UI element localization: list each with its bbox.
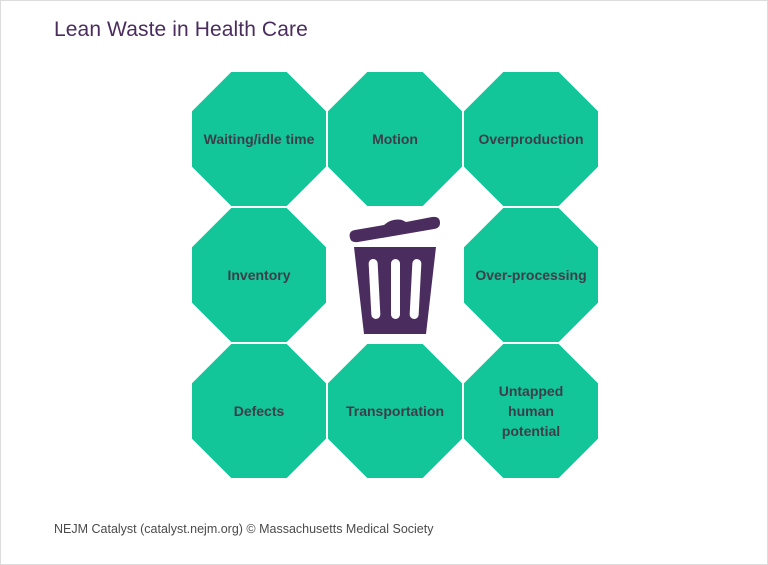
octagon-waiting-idle-time: Waiting/idle time bbox=[192, 72, 326, 206]
octagon-defects: Defects bbox=[192, 344, 326, 478]
octagon-transportation: Transportation bbox=[328, 344, 462, 478]
octagon-label: Motion bbox=[372, 131, 418, 147]
octagon-label: Inventory bbox=[227, 267, 291, 283]
trash-can-icon bbox=[349, 216, 440, 334]
octagon-label: Untapped human potential bbox=[498, 383, 564, 439]
octagon-over-processing: Over-processing bbox=[464, 208, 598, 342]
waste-grid: Waiting/idle time Motion Overproduction … bbox=[192, 72, 598, 478]
octagon-overproduction: Overproduction bbox=[464, 72, 598, 206]
octagon-untapped-human-potential: Untapped human potential bbox=[464, 344, 598, 478]
octagon-label: Transportation bbox=[345, 403, 444, 419]
figure-title: Lean Waste in Health Care bbox=[54, 18, 308, 41]
octagon-inventory: Inventory bbox=[192, 208, 326, 342]
octagon-label: Over-processing bbox=[475, 267, 587, 283]
octagon-motion: Motion bbox=[328, 72, 462, 206]
octagon-label: Overproduction bbox=[478, 131, 584, 147]
octagon-label: Defects bbox=[233, 403, 285, 419]
octagon-label: Waiting/idle time bbox=[203, 131, 315, 147]
figure-credit: NEJM Catalyst (catalyst.nejm.org) © Mass… bbox=[54, 522, 434, 536]
